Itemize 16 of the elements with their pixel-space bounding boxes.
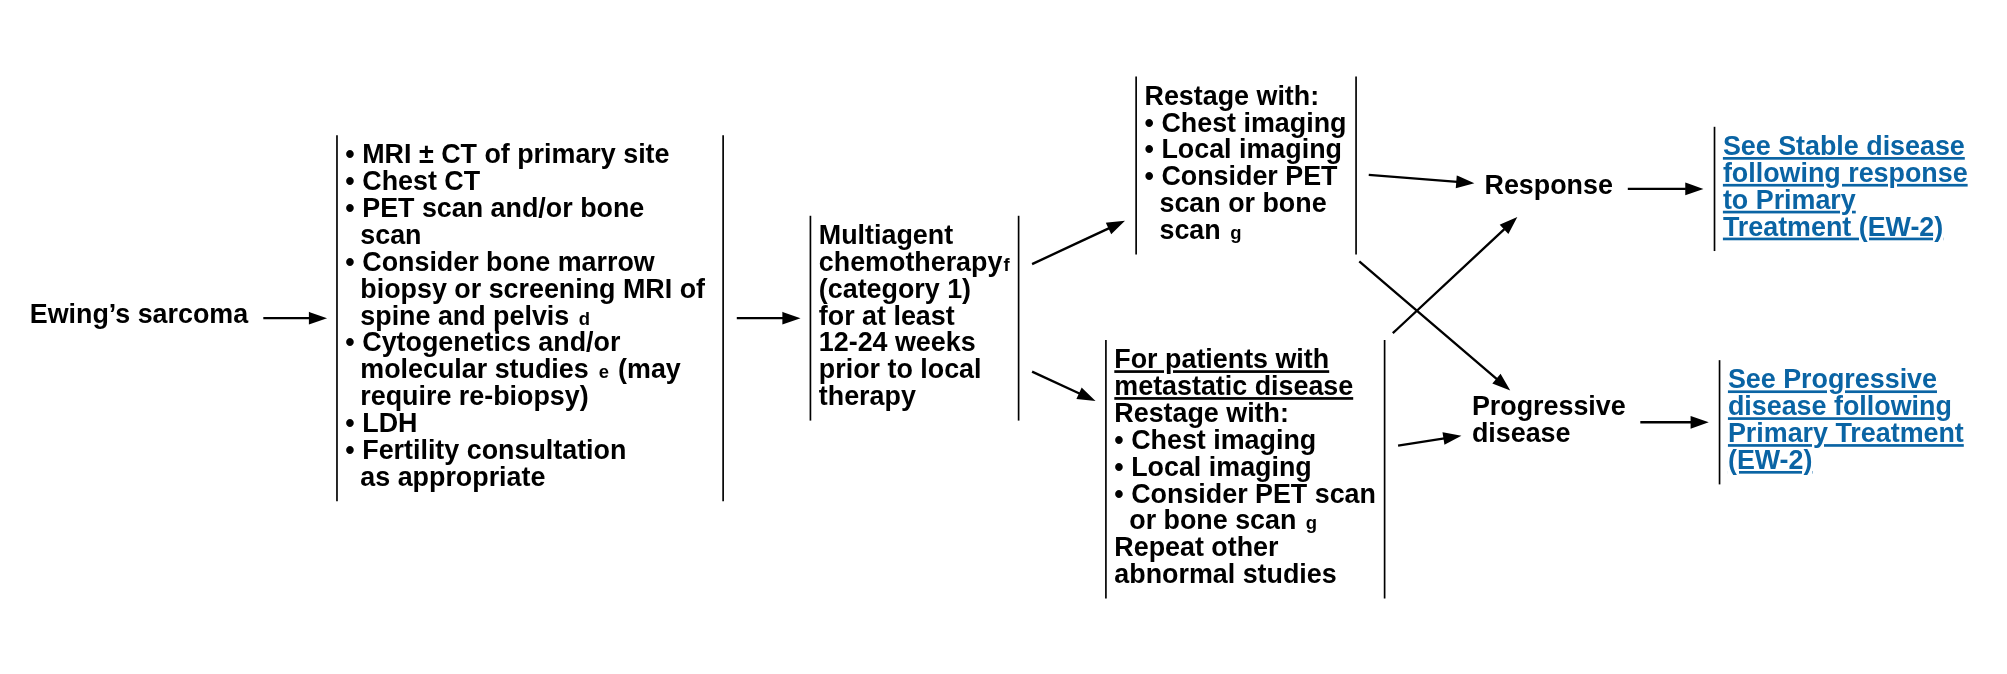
arrow <box>736 311 801 325</box>
node-text: Response <box>1484 169 1613 200</box>
arrow <box>1640 415 1709 429</box>
arrow <box>1368 173 1475 188</box>
node-text: See Progressive disease following Primary Treatment (EW-2) <box>1727 363 1964 475</box>
node-text: See Stable disease following response to Primary Treatment (EW-2) <box>1722 130 1968 242</box>
arrow <box>1397 431 1462 447</box>
arrow <box>1031 220 1125 265</box>
node-text: Progressive disease <box>1471 390 1626 448</box>
arrow <box>1392 216 1518 334</box>
arrow <box>1031 370 1096 401</box>
node-text: Ewing’s sarcoma <box>29 298 249 329</box>
arrow <box>263 311 328 325</box>
node-text: Multiagent chemotherapyf (category 1) for at least 12-24 weeks prior to local therapy <box>818 219 1010 411</box>
arrow <box>1627 182 1704 195</box>
arrow <box>1358 260 1511 390</box>
